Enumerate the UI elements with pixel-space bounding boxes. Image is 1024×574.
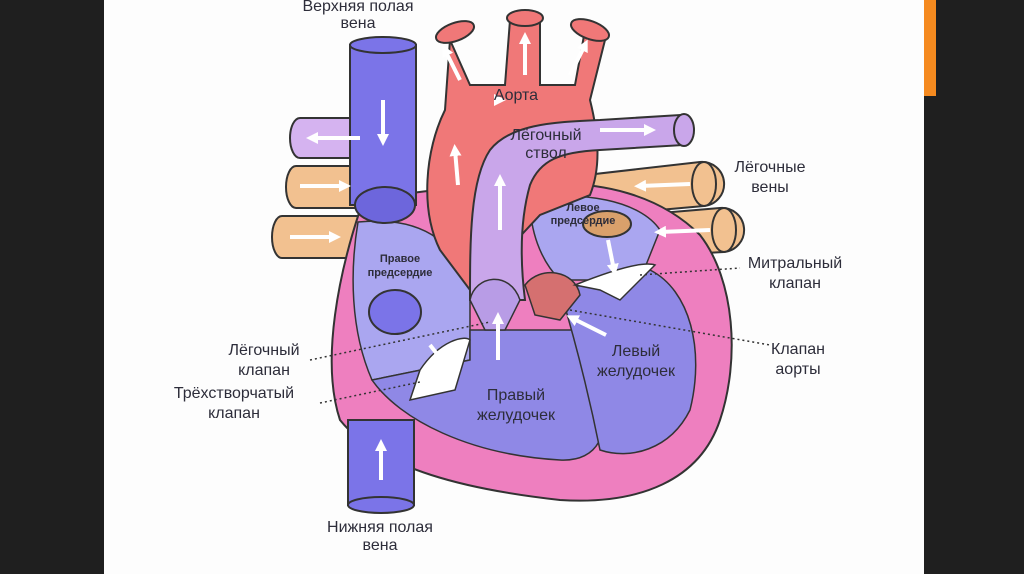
label-superior-vena-cava-1: Верхняя полая <box>302 0 413 15</box>
pulmonary-trunk-end <box>673 113 695 147</box>
label-superior-vena-cava-2: вена <box>341 15 376 32</box>
left-atrium-opening <box>582 210 632 238</box>
label-pulmonary-valve-2: клапан <box>238 362 290 379</box>
label-right-atrium-1: Правое <box>380 253 420 265</box>
superior-vena-cava-opening <box>354 186 416 224</box>
pulmonary-trunk <box>468 113 686 301</box>
label-right-atrium-2: предсердие <box>368 267 433 279</box>
label-mitral-valve-2: клапан <box>769 275 821 292</box>
label-left-ventricle-2: желудочек <box>597 363 676 380</box>
label-aorta: Аорта <box>494 87 538 104</box>
left-ventricle <box>559 269 697 455</box>
mitral-valve <box>572 263 657 301</box>
label-mitral-valve-1: Митральный <box>748 255 842 272</box>
label-inferior-vena-cava-2: вена <box>363 537 398 554</box>
label-tricuspid-valve-2: клапан <box>208 405 260 422</box>
label-aortic-valve-1: Клапан <box>771 341 825 358</box>
label-pulmonary-veins-1: Лёгочные <box>735 159 806 176</box>
label-pulmonary-trunk-1: Лёгочный <box>510 127 581 144</box>
label-pulmonary-valve-1: Лёгочный <box>228 342 299 359</box>
flow-arrows <box>290 32 711 480</box>
aortic-valve <box>524 271 581 321</box>
label-inferior-vena-cava-1: Нижняя полая <box>327 519 433 536</box>
accent-bar <box>924 0 936 96</box>
right-atrium-opening <box>368 289 422 335</box>
label-tricuspid-valve-1: Трёхстворчатый <box>174 385 294 402</box>
label-left-ventricle-1: Левый <box>612 343 660 360</box>
leader-lines <box>309 267 771 404</box>
label-aortic-valve-2: аорты <box>775 361 820 378</box>
pulmonary-valve <box>469 278 521 331</box>
label-pulmonary-veins-2: вены <box>751 179 789 196</box>
label-left-atrium-1: Левое <box>566 202 599 214</box>
label-left-atrium-2: предсердие <box>551 215 616 227</box>
label-right-ventricle-1: Правый <box>487 387 545 404</box>
label-right-ventricle-2: желудочек <box>477 407 556 424</box>
label-pulmonary-trunk-2: ствол <box>525 145 567 162</box>
